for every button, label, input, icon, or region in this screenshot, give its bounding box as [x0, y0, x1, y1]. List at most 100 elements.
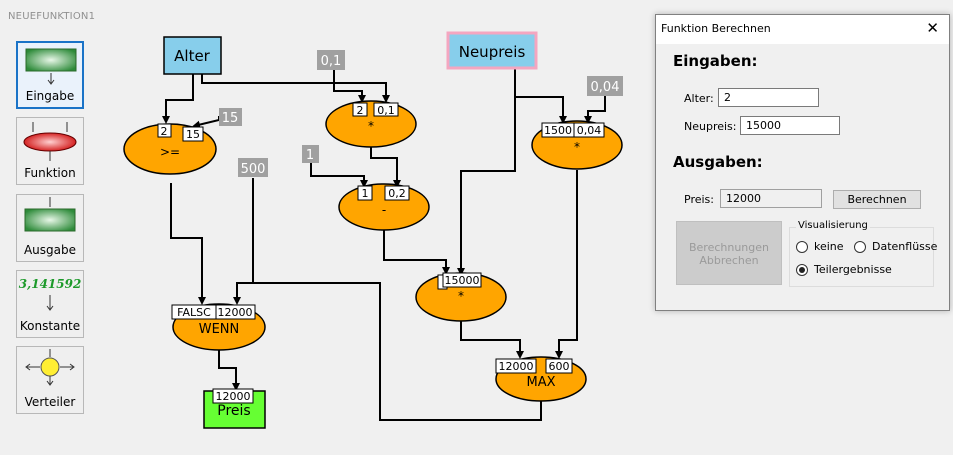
palette-function-button[interactable]: Funktion — [16, 117, 84, 185]
svg-text:12000: 12000 — [216, 390, 251, 403]
outputs-heading: Ausgaben: — [673, 153, 763, 171]
dialog-title: Funktion Berechnen — [661, 22, 771, 35]
svg-text:600: 600 — [549, 360, 570, 373]
svg-text:*: * — [368, 119, 374, 133]
field-label-alter: Alter: — [684, 92, 714, 105]
radio-label-dataflows: Datenflüsse — [872, 240, 938, 253]
function-node-mul1: * 2 0,1 — [325, 100, 417, 148]
constant-node: 0,04 — [587, 76, 623, 96]
constant-node: 1 — [302, 145, 319, 163]
svg-text:*: * — [458, 289, 464, 303]
svg-text:2: 2 — [357, 104, 364, 117]
output-node-preis: Preis 12000 — [203, 388, 266, 429]
svg-text:0,1: 0,1 — [377, 104, 395, 117]
palette-label: Funktion — [24, 166, 76, 180]
edge — [201, 74, 390, 103]
field-label-neupreis: Neupreis: — [684, 120, 737, 133]
svg-text:-: - — [382, 203, 386, 217]
document-title: NEUEFUNKTION1 — [8, 11, 96, 22]
edge — [170, 183, 206, 305]
close-icon[interactable]: ✕ — [926, 19, 939, 37]
svg-text:>=: >= — [160, 145, 180, 159]
edge — [460, 320, 524, 359]
radio-label-partial-results: Teilergebnisse — [814, 263, 892, 276]
edge — [333, 70, 366, 103]
function-node-wenn: WENN FALSC 12000 — [171, 303, 266, 351]
palette-label: Ausgabe — [23, 243, 77, 257]
svg-text:FALSC: FALSC — [177, 306, 211, 319]
palette-input-button[interactable]: Eingabe — [16, 41, 84, 109]
radio-partial-results[interactable] — [796, 264, 808, 276]
svg-text:0,04: 0,04 — [591, 80, 620, 95]
svg-text:Preis: Preis — [217, 403, 250, 419]
radio-none[interactable] — [796, 241, 808, 253]
cancel-button-line: Berechnungen — [688, 241, 770, 254]
function-node-icon — [23, 122, 77, 161]
svg-text:MAX: MAX — [526, 375, 555, 390]
svg-text:12000: 12000 — [499, 360, 534, 373]
palette-output-button[interactable]: Ausgabe — [16, 194, 84, 262]
input-node-label: Alter — [174, 47, 211, 65]
edge — [233, 178, 254, 305]
svg-text:1500: 1500 — [544, 124, 572, 137]
radio-dataflows[interactable] — [854, 241, 866, 253]
arrow-down-icon — [46, 295, 54, 311]
edge — [162, 74, 194, 124]
svg-text:0,04: 0,04 — [577, 124, 602, 137]
svg-text:1: 1 — [306, 148, 314, 163]
neupreis-input[interactable]: 15000 — [740, 116, 840, 135]
svg-text:15: 15 — [222, 111, 239, 126]
edge — [457, 68, 516, 276]
calculate-button[interactable]: Berechnen — [833, 190, 921, 209]
svg-text:*: * — [574, 140, 580, 154]
svg-text:15: 15 — [186, 128, 200, 141]
svg-text:1: 1 — [362, 187, 369, 200]
visualization-group-label: Visualisierung — [796, 220, 870, 231]
constant-node: 0,1 — [317, 50, 345, 70]
constant-node: 500 — [238, 158, 268, 177]
svg-text:0,1: 0,1 — [321, 54, 342, 69]
svg-text:15000: 15000 — [445, 274, 480, 287]
result-field: 12000 — [720, 189, 822, 208]
cancel-calculation-button[interactable]: Berechnungen Abbrechen — [676, 221, 782, 285]
input-node-icon — [25, 48, 77, 85]
function-node-max: MAX 12000 600 — [495, 356, 587, 402]
svg-text:12000: 12000 — [218, 306, 253, 319]
constant-node-icon: 3,141592 — [18, 277, 82, 291]
svg-text:500: 500 — [241, 162, 266, 177]
function-node-mul3: * 15000 — [415, 272, 507, 322]
palette-constant-button[interactable]: 3,141592 Konstante — [16, 270, 84, 338]
palette-label: Konstante — [19, 319, 81, 333]
input-node-alter — [163, 36, 222, 75]
visualization-group — [789, 227, 934, 287]
input-node-label: Neupreis — [459, 43, 526, 61]
edge — [555, 170, 578, 359]
function-node-ge: >= 2 15 — [123, 123, 217, 175]
palette-label: Verteiler — [24, 395, 76, 409]
distributor-node-icon — [25, 349, 75, 386]
edge — [383, 230, 450, 275]
result-label: Preis: — [684, 193, 714, 206]
function-node-mul2: * 1500 0,04 — [531, 120, 623, 170]
edge — [584, 95, 606, 124]
svg-text:WENN: WENN — [199, 322, 240, 337]
input-node-neupreis — [446, 31, 538, 70]
function-node-sub: - 1 0,2 — [338, 183, 430, 231]
edge — [370, 145, 401, 188]
palette-label: Eingabe — [25, 89, 75, 103]
dialog-title-bar: Funktion Berechnen ✕ — [656, 15, 949, 44]
output-node-icon — [24, 197, 76, 232]
svg-text:2: 2 — [161, 125, 168, 138]
constant-node: 15 — [219, 108, 242, 126]
radio-label-none: keine — [814, 240, 844, 253]
palette-distributor-button[interactable]: Verteiler — [16, 346, 84, 414]
alter-input[interactable]: 2 — [718, 88, 819, 107]
cancel-button-line: Abbrechen — [699, 254, 759, 267]
edge — [514, 68, 567, 124]
svg-text:0,2: 0,2 — [388, 187, 406, 200]
edge — [218, 349, 240, 391]
edge — [310, 162, 368, 188]
inputs-heading: Eingaben: — [673, 52, 758, 70]
edge — [244, 282, 542, 421]
